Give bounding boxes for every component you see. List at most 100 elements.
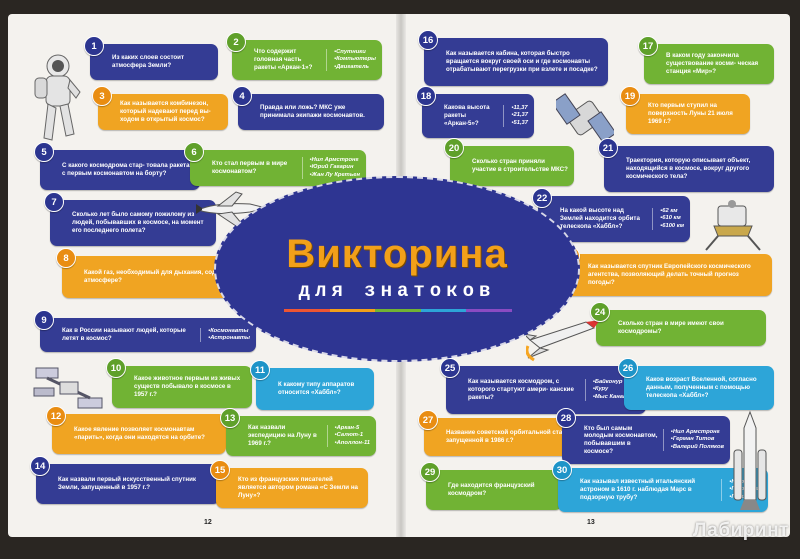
answer-option: Нил Армстронг — [310, 157, 360, 164]
question-text: Какой газ, необходимый для дыхания, соде… — [84, 269, 247, 284]
question-card-5: С какого космодрома стар- товала ракета … — [40, 150, 200, 190]
question-text: Правда или ложь? МКС уже принимала экипа… — [260, 104, 365, 119]
question-card-19: Кто первым ступил на поверхность Луны 21… — [626, 94, 750, 134]
answer-option: Куру — [593, 386, 640, 393]
question-card-24: Сколько стран в мире имеют свои космодро… — [596, 310, 766, 346]
question-number-badge: 13 — [220, 408, 240, 428]
question-number-badge: 8 — [56, 248, 76, 268]
question-number-badge: 26 — [618, 358, 638, 378]
answer-option: Аполлон-11 — [335, 440, 370, 447]
question-text: К какому типу аппаратов относится «Хаббл… — [278, 381, 355, 396]
answer-option: Спутники — [334, 49, 376, 56]
answer-option: 21,37 — [511, 112, 528, 119]
answer-option: Аркан-5 — [335, 425, 370, 432]
question-text: Что содержит головная часть ракеты «Арка… — [254, 48, 313, 71]
answer-option: 6100 км — [660, 223, 684, 230]
question-number-badge: 9 — [34, 310, 54, 330]
question-text: Кто был самым молодым космонавтом, побыв… — [584, 424, 658, 455]
lunar-module-icon — [705, 200, 761, 251]
page-number-left: 12 — [204, 519, 212, 526]
answer-options: Нил АрмстронгЮрий ГагаринЖан Лу Кретьен — [301, 157, 360, 179]
question-card-2: Что содержит головная часть ракеты «Арка… — [232, 40, 382, 80]
question-number-badge: 27 — [418, 410, 438, 430]
answer-option: 11,37 — [511, 105, 528, 112]
question-card-21: Траектория, которую описывает объект, на… — [604, 146, 774, 192]
question-card-3: Как называется комбинезон, который надев… — [98, 94, 228, 130]
question-card-30: Как называл известный итальянский астрон… — [558, 468, 768, 512]
question-text: Какое явление позволяет космонавтам «пар… — [74, 426, 205, 441]
quiz-title: Викторина — [286, 232, 508, 276]
question-number-badge: 7 — [44, 192, 64, 212]
question-number-badge: 21 — [598, 138, 618, 158]
question-card-6: Кто стал первым в мире космонавтом? Нил А… — [190, 150, 366, 186]
answer-options: Нил АрмстронгГерман ТитовВалерий Поляков — [662, 429, 724, 451]
answer-options: БайконурКуруМыс Канаверал — [584, 379, 640, 401]
space-shuttle-icon — [196, 191, 267, 227]
question-card-7: Сколько лет было самому пожилому из люде… — [50, 200, 216, 246]
answer-options: СпутникиКомпьютерыДвигатель — [326, 49, 376, 71]
answer-option: 51,37 — [511, 120, 528, 127]
question-text: Название советской орбитальной станции, … — [446, 429, 580, 444]
question-text: С какого космодрома стар- товала ракета … — [62, 162, 190, 177]
question-number-badge: 3 — [92, 86, 112, 106]
question-text: Кто первым ступил на поверхность Луны 21… — [648, 102, 733, 125]
question-card-14: Как назвали первый искусственный спутник… — [36, 464, 220, 504]
answer-option: Мыс Канаверал — [593, 394, 640, 401]
question-number-badge: 6 — [184, 142, 204, 162]
launch-rocket-icon — [733, 410, 767, 510]
question-number-badge: 20 — [444, 138, 464, 158]
question-text: В каком году закончила существование кос… — [666, 52, 759, 75]
question-text: Кто стал первым в мире космонавтом? — [212, 160, 288, 175]
question-number-badge: 14 — [30, 456, 50, 476]
question-card-23: Как называется спутник Европейского косм… — [566, 254, 772, 296]
title-oval: Викторина для знатоков — [214, 176, 580, 362]
question-text: Как назвали экспедицию на Луну в 1969 г.… — [248, 424, 317, 447]
question-number-badge: 1 — [84, 36, 104, 56]
answer-option: 62 км — [660, 208, 684, 215]
question-card-12: Какое явление позволяет космонавтам «пар… — [52, 414, 226, 454]
question-text: На какой высоте над Землей находится орб… — [560, 207, 640, 230]
question-card-25: Как называется космодром, с которого ста… — [446, 366, 646, 414]
answer-options: Аркан-5Салют-1Аполлон-11 — [326, 425, 370, 447]
labirint-watermark: Лабиринт — [693, 520, 789, 541]
question-card-15: Кто из французских писателей является ав… — [216, 468, 368, 508]
question-number-badge: 28 — [556, 408, 576, 428]
question-number-badge: 24 — [590, 302, 610, 322]
answer-option: Жан Лу Кретьен — [310, 172, 360, 179]
question-card-16: Как называется кабина, которая быстро вр… — [424, 38, 608, 86]
question-card-10: Какое животное первым из живых существ п… — [112, 366, 252, 408]
answer-options: 62 км610 км6100 км — [652, 208, 684, 230]
space-station-icon — [33, 367, 103, 409]
answer-option: Валерий Поляков — [671, 444, 724, 451]
question-card-13: Как назвали экспедицию на Луну в 1969 г.… — [226, 416, 376, 456]
answer-option: 610 км — [660, 215, 684, 222]
question-text: Как называется кабина, которая быстро вр… — [446, 50, 598, 73]
color-stripe — [284, 309, 512, 312]
answer-options: КосмонавтыАстронавты — [200, 327, 250, 343]
question-text: Траектория, которую описывает объект, на… — [626, 157, 751, 180]
question-text: Где находится французский космодром? — [448, 482, 535, 497]
question-card-20: Сколько стран приняли участие в строител… — [450, 146, 574, 186]
quiz-subtitle: для знатоков — [298, 280, 496, 302]
answer-option: Двигатель — [334, 64, 376, 71]
question-number-badge: 2 — [226, 32, 246, 52]
question-text: Как называется комбинезон, который надев… — [120, 100, 211, 123]
question-number-badge: 16 — [418, 30, 438, 50]
question-card-28: Кто был самым молодым космонавтом, побыв… — [562, 416, 730, 464]
question-card-26: Каков возраст Вселенной, согласно данным… — [624, 366, 774, 410]
question-card-1: Из каких слоев состоит атмосфера Земли? — [90, 44, 218, 80]
astronaut-icon — [34, 54, 81, 141]
question-text: Из каких слоев состоит атмосфера Земли? — [112, 54, 185, 69]
answer-option: Юрий Гагарин — [310, 164, 360, 171]
question-text: Как называл известный итальянский астрон… — [580, 478, 696, 501]
answer-option: Салют-1 — [335, 432, 370, 439]
question-text: Кто из французских писателей является ав… — [238, 476, 359, 499]
question-number-badge: 5 — [34, 142, 54, 162]
question-text: Каков возраст Вселенной, согласно данным… — [646, 376, 757, 399]
question-number-badge: 29 — [420, 462, 440, 482]
question-number-badge: 18 — [416, 86, 436, 106]
question-text: Какова высота ракеты «Аркан-5»? — [444, 104, 490, 127]
question-text: Как называется спутник Европейского косм… — [588, 263, 751, 286]
answer-options: 11,3721,3751,37 — [503, 105, 528, 127]
